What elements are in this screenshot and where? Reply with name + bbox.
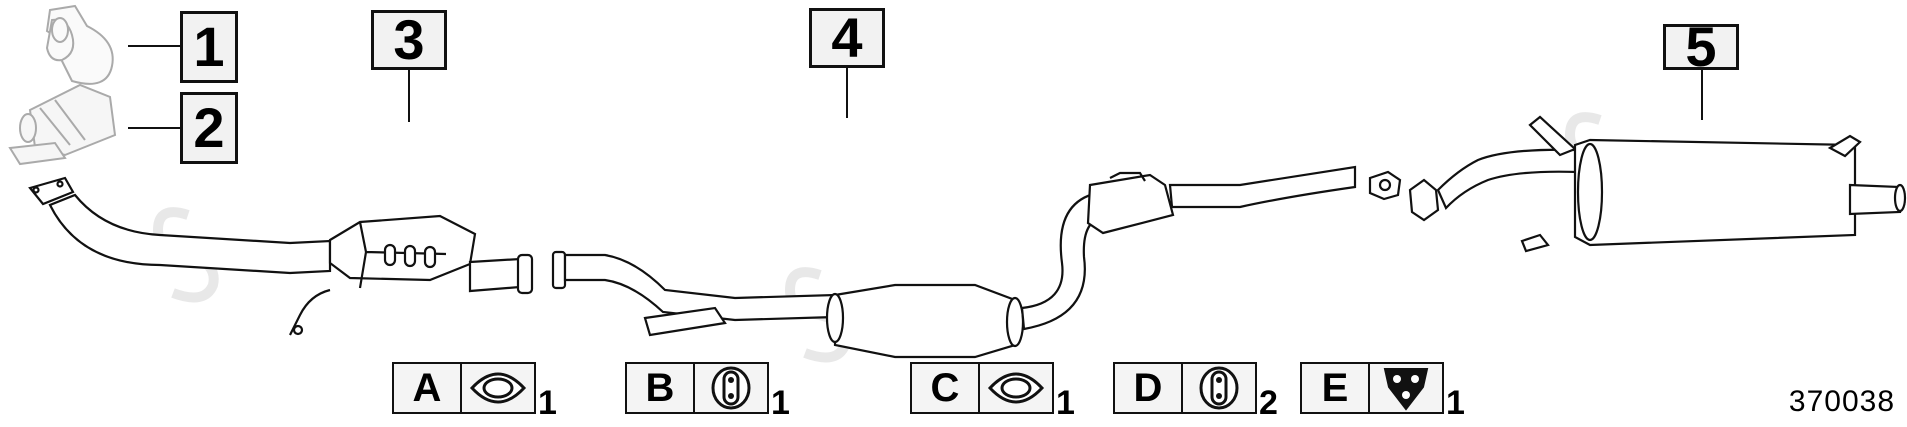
manifold-pipe-drawing	[45, 4, 114, 85]
accessory-c: C 1	[910, 362, 1075, 420]
reference-number: 370038	[1788, 385, 1895, 418]
accessory-quantity: 1	[771, 384, 790, 422]
accessory-quantity: 1	[538, 384, 557, 422]
accessory-e: E 1	[1300, 362, 1465, 420]
rear-muffler-drawing	[1408, 115, 1907, 253]
accessory-letter: E	[1300, 362, 1370, 414]
leader-lines	[128, 45, 1703, 129]
accessory-letter: A	[392, 362, 462, 414]
accessory-letter: D	[1113, 362, 1183, 414]
rubber-hanger-icon	[695, 362, 769, 414]
accessory-letter: B	[625, 362, 695, 414]
part-number-5: 5	[1663, 19, 1739, 75]
part-number-1: 1	[180, 11, 238, 83]
part-number-2: 2	[180, 92, 238, 164]
part-number-4: 4	[809, 8, 885, 68]
rubber-hanger-icon	[1183, 362, 1257, 414]
triangle-mount-icon	[1370, 362, 1444, 414]
accessory-letter: C	[910, 362, 980, 414]
accessory-quantity: 1	[1056, 384, 1075, 422]
front-pipe-drawing	[28, 176, 534, 336]
accessory-b: B 1	[625, 362, 790, 420]
accessory-a: A 1	[392, 362, 557, 420]
gasket-oval-icon	[980, 362, 1054, 414]
part-number-3: 3	[371, 10, 447, 70]
gasket-oval-icon	[462, 362, 536, 414]
accessory-quantity: 2	[1259, 384, 1278, 422]
accessory-quantity: 1	[1446, 384, 1465, 422]
intermediate-pipe-drawing	[551, 165, 1402, 359]
accessory-d: D 2	[1113, 362, 1278, 420]
catalyst-drawing	[8, 83, 117, 166]
